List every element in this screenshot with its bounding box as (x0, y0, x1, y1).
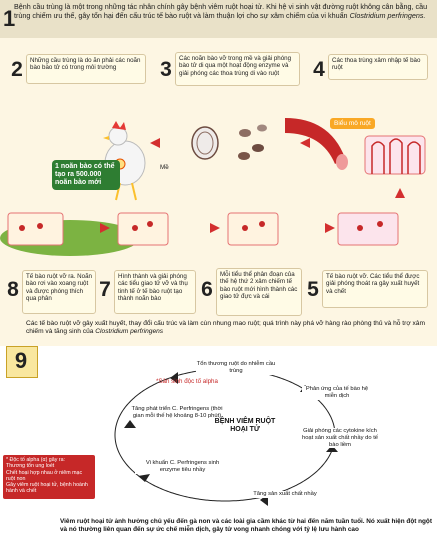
step-8-text: Tế bào ruột vỡ ra. Noãn bào rơi vào xoan… (22, 270, 96, 314)
oocyst-yield-label: 1 noãn bào có thể tạo ra 500.000 noãn bà… (52, 160, 120, 190)
step-9-badge (6, 346, 38, 378)
intestine-icon (285, 118, 348, 170)
step-number-1: 1 (3, 6, 16, 31)
step-3-text: Các noãn bào vỡ trong mề và giải phóng b… (175, 52, 300, 86)
cycle-arrow-6 (170, 372, 178, 384)
summary-text-species: Clostridium perfringens (95, 328, 164, 335)
oocyst-icon (191, 126, 219, 160)
flow-arrows (100, 138, 405, 233)
step-number-9: 9 (14, 348, 28, 373)
toxin-box-title: * Độc tố alpha (α) gây ra: (6, 457, 66, 463)
step-6-text: Mỗi tiểu thể phân đoạn của thế hệ thứ 2 … (216, 268, 302, 316)
toxin-note: *Sản sinh độc tố alpha (156, 378, 218, 385)
summary-text: Các tế bào ruột vỡ gây xuất huyết, thay … (26, 320, 434, 336)
step-5-text: Tế bào ruột vỡ. Các tiểu thể được giải p… (322, 270, 428, 308)
step-number-6: 6 (201, 278, 213, 301)
step-2-text: Những cầu trùng là do ăn phải các noãn b… (26, 54, 146, 84)
step-number-5: 5 (307, 278, 319, 301)
intro-text: Bệnh cầu trùng là một trong những tác nh… (14, 2, 434, 20)
step-7-text: Hình thành và giải phóng các tiểu giao t… (114, 270, 196, 314)
cycle-center-title: BỆNH VIÊM RUỘT HOẠI TỬ (214, 418, 276, 433)
cycle-node-4: Tăng sản xuất chất nhầy (250, 491, 320, 498)
cycle-node-3: Giải phóng các cytokine kích hoạt sản xu… (300, 428, 380, 449)
step-number-3: 3 (160, 58, 172, 81)
toxin-box-line-3: Gây viêm ruột hoại tử, bệnh hoành hành v… (6, 482, 88, 495)
cycle-node-1: Tổn thương ruột do nhiễm cầu trùng (196, 361, 276, 375)
step-number-7: 7 (99, 278, 111, 301)
step-4-text: Các thoa trùng xâm nhập tế bào ruột (328, 54, 428, 80)
cycle-node-5: Vi khuẩn C. Perfringens sinh enzyme tiêu… (135, 460, 230, 474)
summary-text-main: Các tế bào ruột vỡ gây xuất huyết, thay … (26, 320, 425, 335)
toxin-box-line-1: Thương tổn ung loét (6, 463, 55, 470)
sporocysts-icon (238, 124, 267, 160)
intro-header (0, 0, 437, 38)
cycle-node-2: Phản ứng của tế bào hệ miễn dịch (302, 386, 372, 400)
villi-row (7, 212, 399, 246)
intro-text-species: Clostridium perfringens. (349, 11, 426, 20)
toxin-effects-box: * Độc tố alpha (α) gây ra: Thương tổn un… (3, 455, 95, 499)
bottom-note: Viêm ruột hoại tử ảnh hưởng chủ yếu đến … (60, 518, 432, 533)
step-number-4: 4 (313, 58, 325, 81)
cycle-arrow-2 (326, 445, 338, 452)
villi-icon-right (364, 135, 426, 175)
epithelium-label: Biểu mô ruột (330, 118, 375, 129)
gizzard-label: Mề (160, 164, 169, 171)
step-number-8: 8 (7, 278, 19, 301)
cycle-node-6: Tăng phát triển C. Perfringens (thời gia… (128, 406, 226, 420)
cycle-arrow-5 (124, 420, 136, 428)
cycle-arrow-4 (138, 474, 150, 482)
toxin-box-line-2: Chết hoại hợp nhau ở niêm mạc ruột non (6, 469, 83, 482)
intro-text-main: Bệnh cầu trùng là một trong những tác nh… (14, 2, 428, 20)
step-number-2: 2 (11, 58, 23, 81)
